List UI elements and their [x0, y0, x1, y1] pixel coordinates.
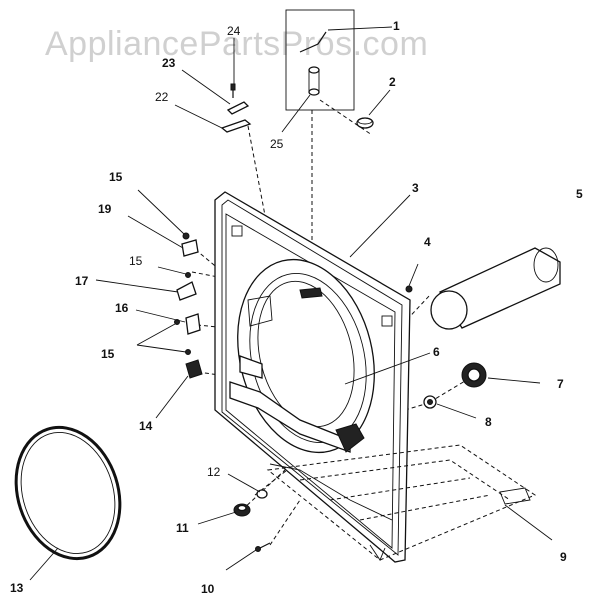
callout-17: 17 [75, 274, 89, 288]
bracket-part-19 [181, 239, 199, 257]
callout-8: 8 [485, 415, 492, 429]
callout-5: 5 [576, 187, 583, 201]
callout-15-mid: 15 [129, 254, 143, 268]
watermark-text: AppliancePartsPros.com [45, 25, 428, 63]
screw-part-4 [405, 263, 419, 293]
callout-12: 12 [207, 465, 221, 479]
callout-19: 19 [98, 202, 112, 216]
callout-4: 4 [424, 235, 431, 249]
callout-23: 23 [162, 56, 176, 70]
callout-15-bottom: 15 [101, 347, 115, 361]
screw-15-mid [185, 272, 191, 278]
callout-6: 6 [433, 345, 440, 359]
leader-2 [368, 89, 391, 116]
hinge-parts [220, 83, 252, 133]
part-22-bracket [220, 119, 252, 133]
screw-15-top [182, 232, 190, 240]
callout-7: 7 [557, 377, 564, 391]
callout-9: 9 [560, 550, 567, 564]
callout-22: 22 [155, 90, 169, 104]
base-plate [266, 444, 537, 561]
callout-24: 24 [227, 24, 241, 38]
callout-2: 2 [389, 75, 396, 89]
callout-10: 10 [201, 582, 215, 596]
lint-housing [335, 423, 365, 453]
callout-14: 14 [139, 419, 153, 433]
small-parts-left [174, 232, 203, 379]
callout-16: 16 [115, 301, 129, 315]
switch-part-16 [185, 313, 201, 335]
clip-part-17 [176, 281, 197, 301]
callout-1: 1 [393, 19, 400, 33]
drive-belt-part-13 [14, 425, 122, 561]
callouts: 1 2 3 4 5 6 7 8 9 10 11 12 13 14 15 15 1… [10, 19, 583, 596]
part-23-clip [226, 101, 250, 115]
callout-13: 13 [10, 581, 24, 595]
roller-part-11 [233, 503, 251, 517]
washer-part-8 [423, 395, 477, 419]
screw-part-10 [255, 542, 271, 552]
front-panel [214, 191, 411, 563]
callout-25: 25 [270, 137, 284, 151]
cylinder-part-5 [430, 247, 561, 330]
part-14 [185, 359, 203, 379]
pulley-part-7 [461, 362, 541, 388]
inset-box [285, 9, 355, 111]
part-2-cap [356, 117, 374, 129]
callout-3: 3 [412, 181, 419, 195]
terminal-part-1 [308, 66, 320, 74]
terminal-part-25 [308, 88, 320, 96]
callout-11: 11 [176, 521, 189, 535]
leader-lines [29, 26, 553, 581]
callout-15-top: 15 [109, 170, 123, 184]
